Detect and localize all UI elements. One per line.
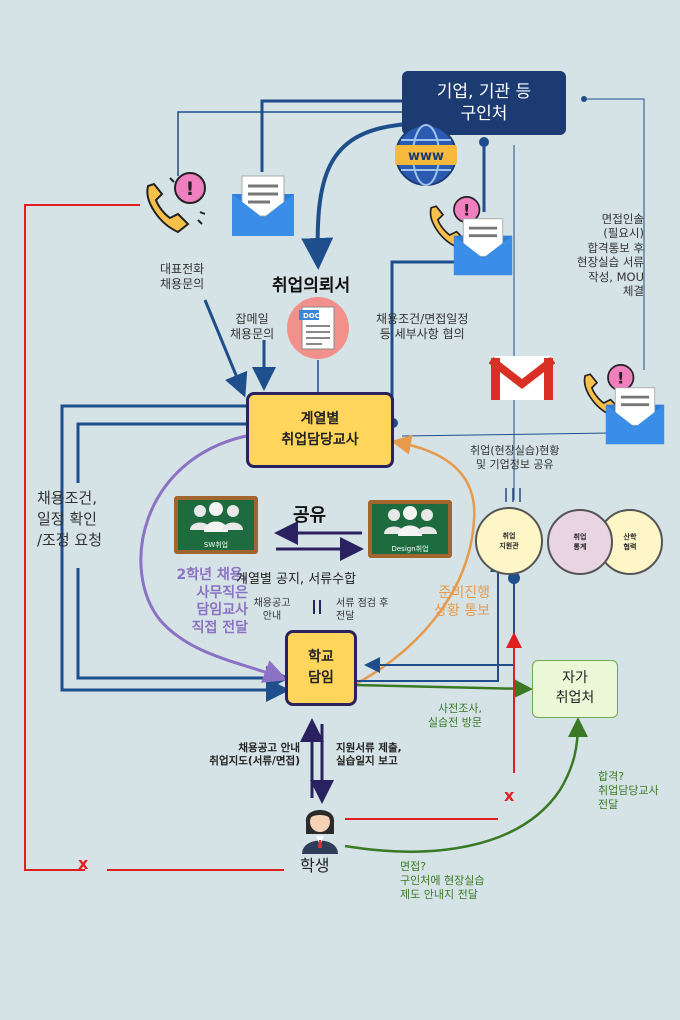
label-job-mail: 잡메일 채용문의 [230, 312, 275, 341]
mail-icon-2 [452, 214, 514, 282]
svg-text:www: www [408, 149, 444, 164]
arrow-request-letter [301, 122, 409, 270]
stats-node[interactable]: 취업 통계 [547, 509, 613, 575]
student-label: 학생 [300, 856, 330, 875]
label-progress-report: 준비진행 상황 통보 [434, 585, 490, 619]
web-globe-icon: www [393, 122, 459, 192]
label-request-letter: 취업의뢰서 [272, 276, 351, 296]
label-rep-phone: 대표전화 채용문의 [160, 262, 205, 291]
loop-inner-bottom [76, 568, 290, 690]
label-conditions: 채용조건/면접일정 등 세부사항 협의 [376, 312, 469, 341]
center-node[interactable]: 취업 지원관 [475, 507, 543, 575]
label-interview-question: 면접? 구인처에 현장실습 제도 안내지 전달 [400, 860, 485, 901]
sw-board-label: SW취업 [203, 541, 229, 549]
homeroom-node[interactable]: 학교 담임 [285, 630, 357, 706]
dot-company [479, 137, 489, 147]
arrow-homeroom-employer [353, 678, 533, 699]
label-notice: 계열별 공지, 서류수합 [236, 572, 357, 587]
label-share: 공유 [293, 505, 327, 526]
line-company-to-mail [260, 99, 404, 172]
curve-progress [351, 434, 476, 688]
doc-icon-text: DOC [303, 312, 320, 320]
loop-inner-top [76, 422, 246, 483]
line-homeroom-center [354, 556, 506, 682]
sw-board: SW취업 [174, 496, 258, 554]
label-x-left: x [78, 854, 89, 873]
phone-icon-1: ! [140, 172, 210, 242]
company-node[interactable]: 기업, 기관 등 구인처 [402, 71, 566, 135]
svg-text:!: ! [463, 201, 470, 220]
svg-text:!: ! [617, 369, 624, 388]
status-ticks [505, 488, 521, 502]
label-interview: 면접인솔 (필요시) 합격통보 후 현장실습 서류 작성, MOU 체결 [576, 212, 644, 298]
red-left-path [24, 204, 140, 871]
loop-outer [60, 404, 290, 702]
dot-center [508, 572, 520, 584]
self-employer-node[interactable]: 자가 취업처 [532, 660, 618, 718]
student-avatar-icon [298, 800, 342, 858]
line-interview-right [584, 98, 645, 370]
teacher-node[interactable]: 계열별 취업담당교사 [246, 392, 394, 468]
curve-second-year [139, 434, 288, 683]
arrow-phone-teacher [203, 299, 248, 398]
line-status-share [401, 432, 611, 437]
label-job-notice-guide: 채용공고 안내 [253, 598, 291, 622]
label-status-share: 취업(현장실습)현황 및 기업정보 공유 [470, 444, 560, 471]
line-conditions [390, 260, 462, 424]
design-board: Design취업 [368, 500, 452, 558]
design-board-people-icon [384, 506, 437, 536]
sw-board-people-icon [190, 502, 243, 532]
design-board-label: Design취업 [391, 545, 429, 553]
label-guide-student: 채용공고 안내 취업지도(서류/면접) [209, 742, 300, 768]
svg-text:!: ! [186, 178, 195, 200]
label-x-right: x [504, 786, 515, 805]
mail-icon-1 [230, 172, 296, 242]
gmail-icon [488, 352, 556, 406]
label-second-year: 2학년 채용, 사무직은 담임교사 직접 전달 [176, 567, 248, 636]
line-company-to-phone [177, 111, 404, 176]
label-pass: 합격? 취업담당교사 전달 [598, 770, 659, 811]
curve-student-employer [344, 717, 588, 853]
mail-icon-3 [604, 384, 666, 450]
label-confirm-request: 채용조건, 일정 확인 /조정 요청 [37, 489, 103, 549]
label-pre-survey: 사전조사, 실습전 방문 [427, 702, 482, 729]
dot-right [581, 96, 587, 102]
document-icon [286, 296, 350, 364]
label-doc-check: 서류 점검 후 전달 [336, 598, 389, 622]
label-submit-docs: 지원서류 제출, 실습일지 보고 [336, 742, 402, 768]
